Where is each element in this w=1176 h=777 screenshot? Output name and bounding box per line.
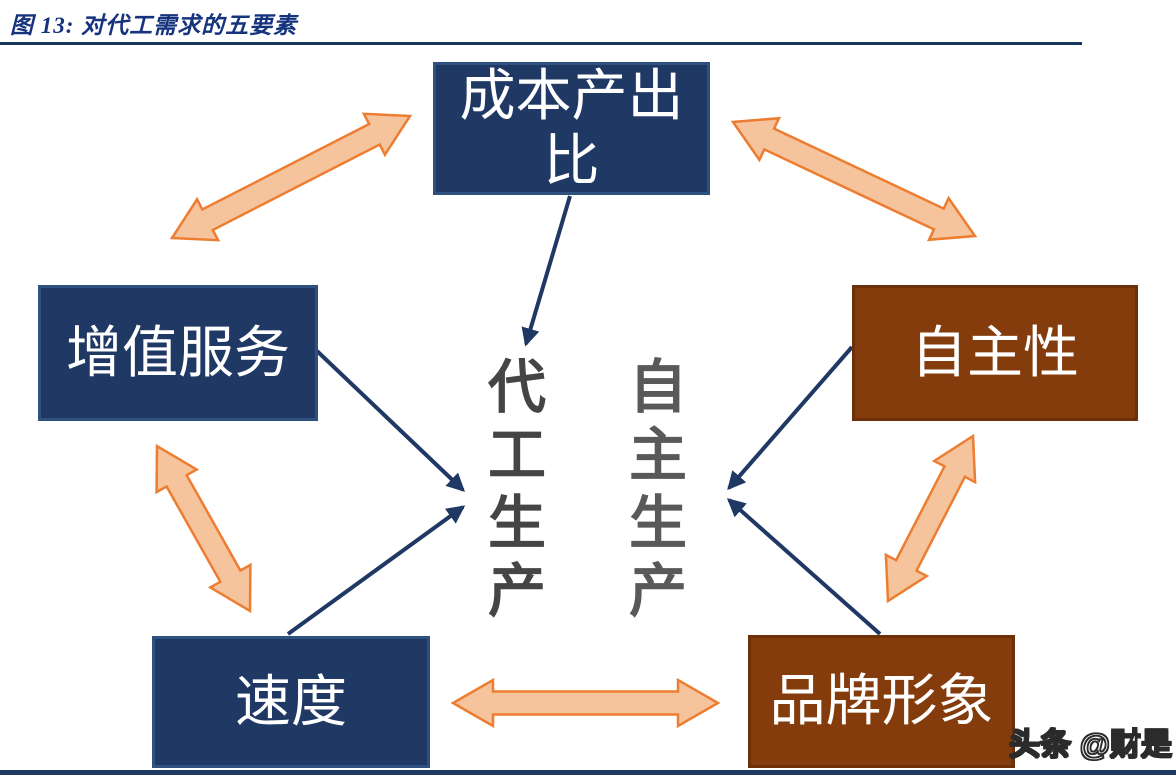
double-arrow — [450, 677, 721, 729]
double-arrow — [169, 112, 413, 242]
watermark-text: 头条 @财是 — [1008, 726, 1172, 762]
node-brand-image: 品牌形象 — [748, 635, 1015, 768]
navy-connector-arrows — [286, 195, 882, 636]
double-arrow — [730, 116, 978, 242]
node-value-added-services-label: 增值服务 — [66, 320, 290, 384]
connector-arrow — [726, 498, 882, 636]
node-value-added-services: 增值服务 — [38, 285, 318, 421]
connector-arrow — [315, 349, 465, 492]
title-underline — [0, 42, 1082, 45]
center-label-self-production: 自主生产 — [620, 356, 685, 628]
node-autonomy-label: 自主性 — [911, 320, 1079, 384]
connector-arrow — [727, 345, 854, 491]
center-label-oem-production: 代工生产 — [479, 356, 544, 628]
connector-arrow — [521, 195, 572, 347]
node-autonomy: 自主性 — [852, 285, 1138, 421]
bottom-border-line — [0, 770, 1176, 775]
node-cost-output-ratio-label: 成本产出比 — [459, 64, 684, 192]
double-arrow — [884, 433, 977, 604]
double-arrow — [155, 443, 252, 614]
figure-title: 图 13: 对代工需求的五要素 — [10, 13, 298, 38]
connector-arrow — [286, 505, 466, 636]
node-speed-label: 速度 — [235, 669, 347, 733]
node-speed: 速度 — [152, 636, 430, 768]
node-brand-image-label: 品牌形象 — [769, 669, 994, 733]
node-cost-output-ratio: 成本产出比 — [433, 62, 710, 195]
